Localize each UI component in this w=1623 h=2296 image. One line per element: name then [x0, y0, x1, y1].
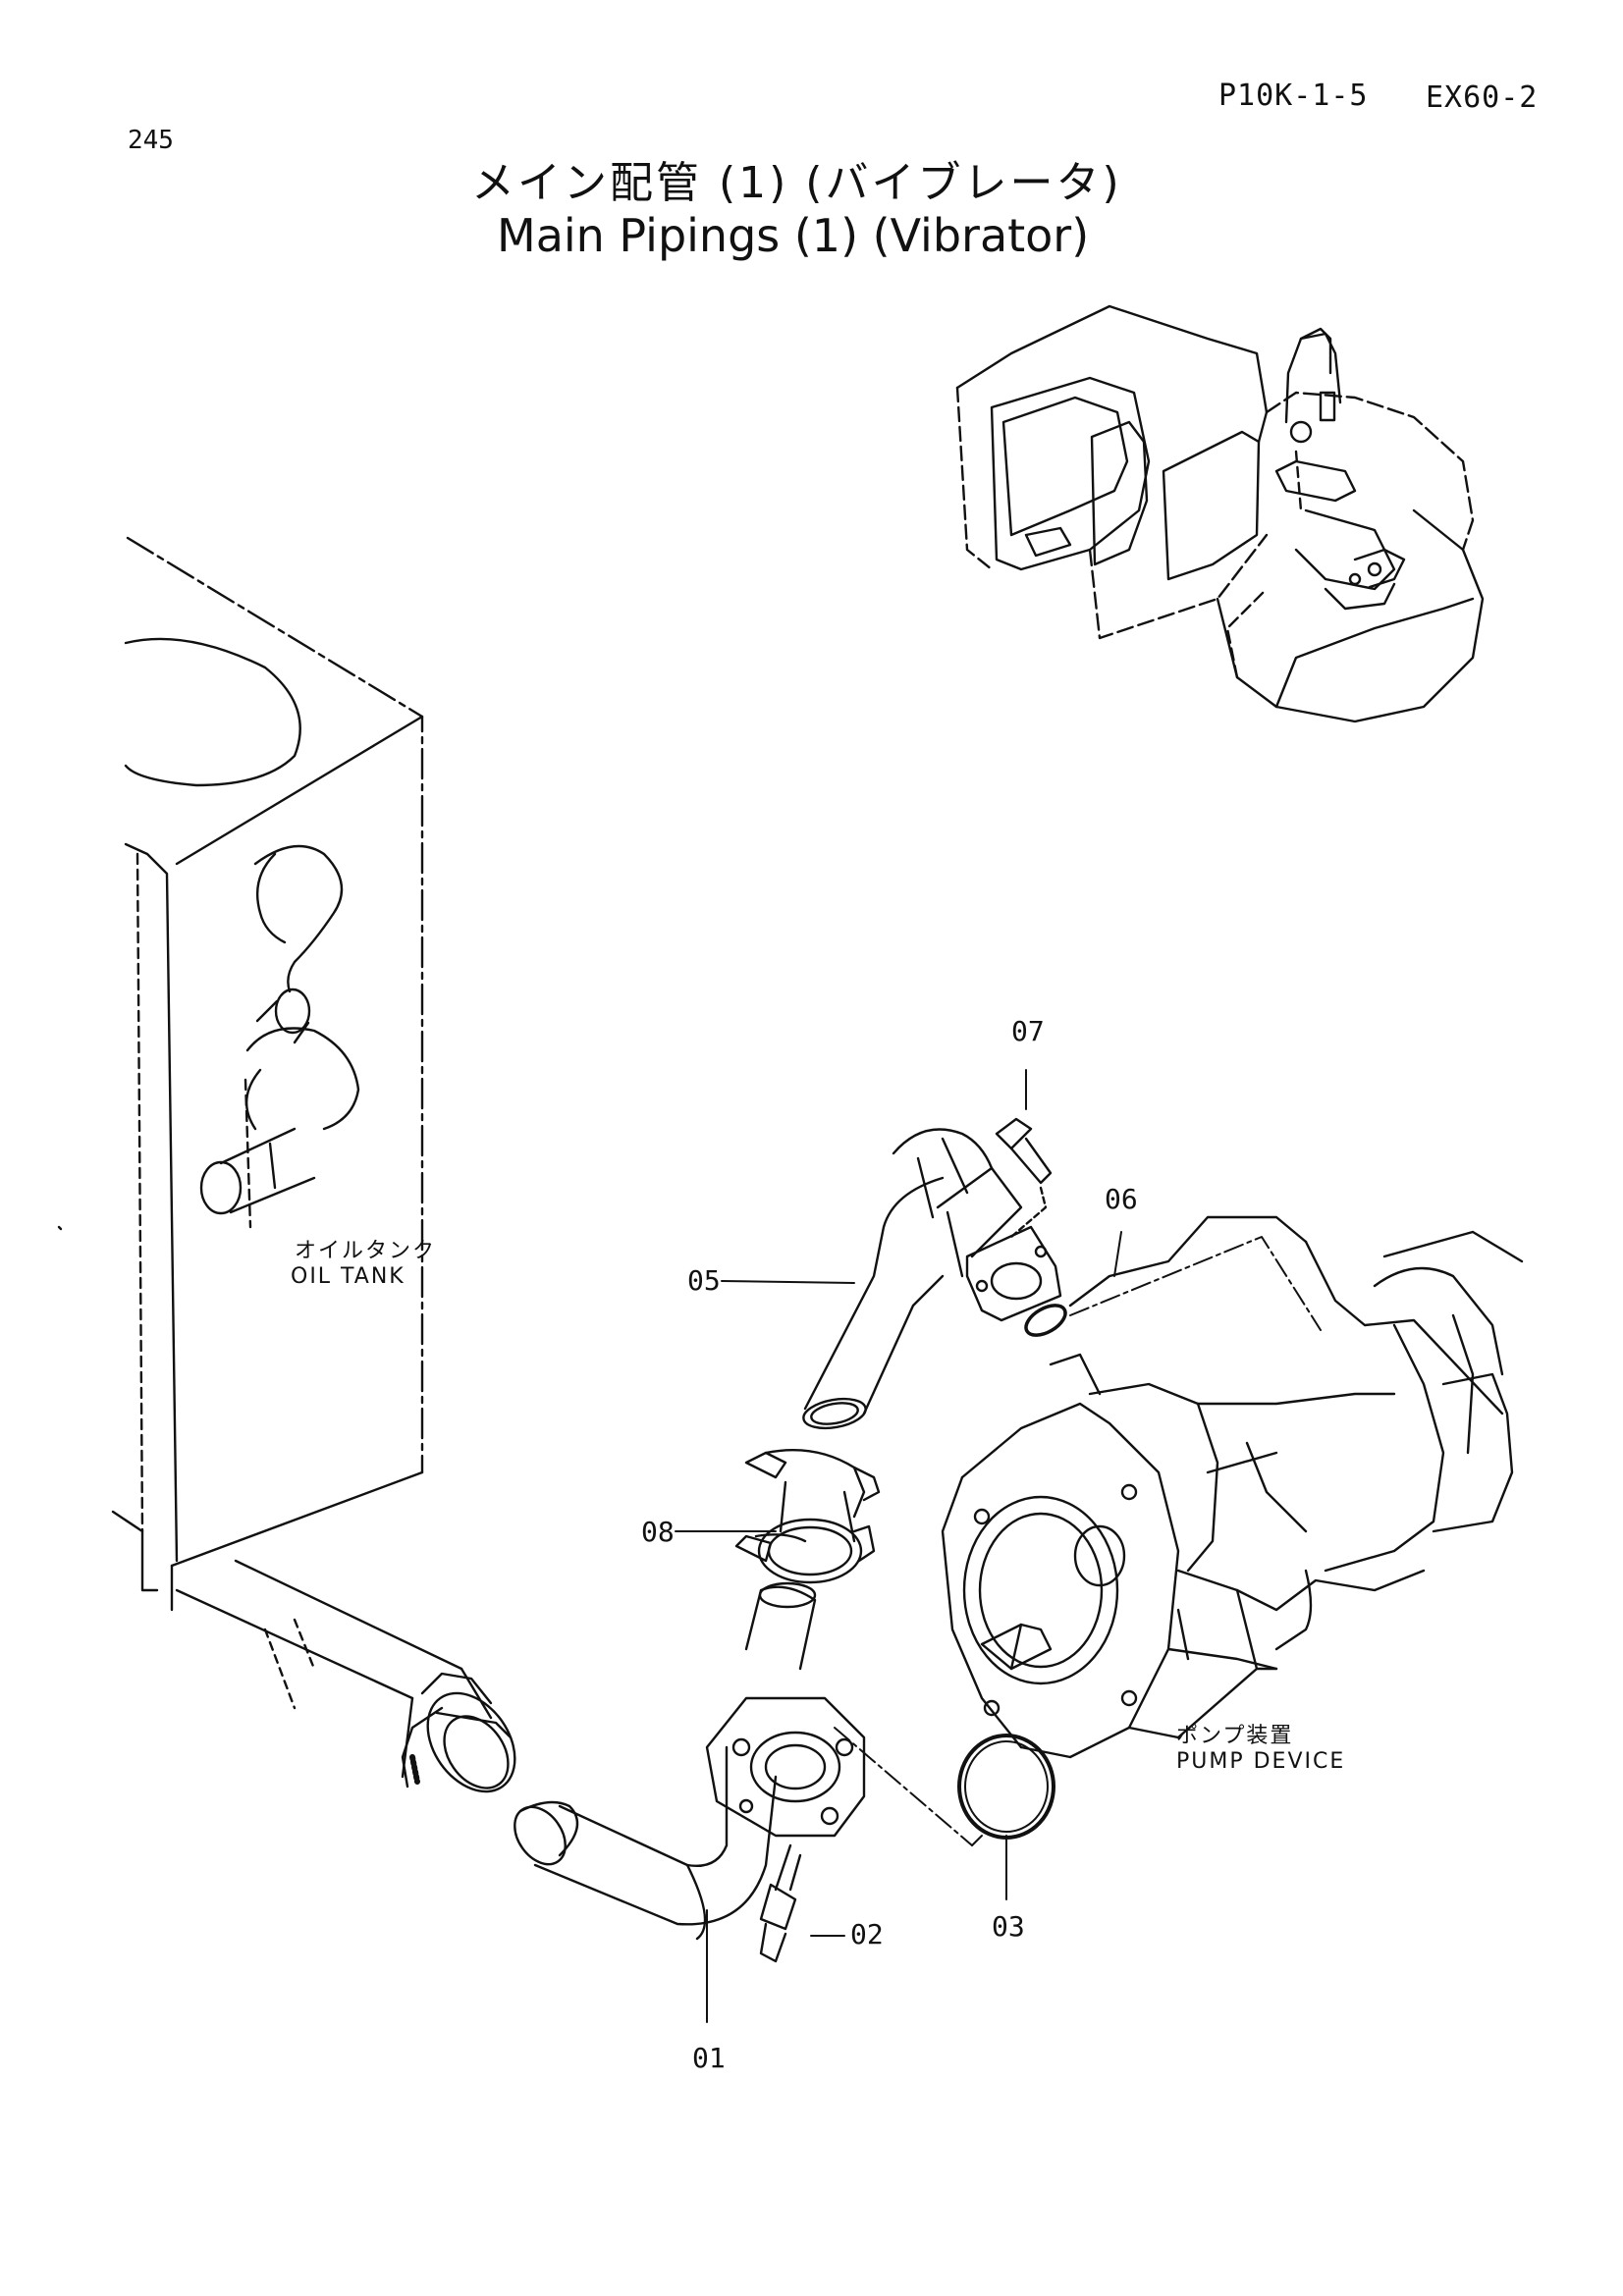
- pump-device-illustration: [941, 1215, 1524, 1759]
- model-code: EX60-2: [1426, 80, 1539, 115]
- callout-05: 05: [687, 1264, 721, 1297]
- oil-tank-label-japanese: オイルタンク: [295, 1239, 437, 1263]
- callout-02: 02: [850, 1918, 884, 1950]
- suction-hose: [175, 1559, 516, 1793]
- pump-device-label-japanese: ポンプ装置: [1176, 1724, 1294, 1748]
- tank-leader: [57, 1225, 63, 1231]
- leader-lines: [675, 1069, 1322, 2023]
- part-05-pipe: [802, 1128, 1062, 1430]
- page-title-japanese: メイン配管 (1) (バイブレータ): [471, 158, 1122, 208]
- pump-device-label-english: PUMP DEVICE: [1176, 1749, 1346, 1774]
- callout-07: 06: [1105, 1183, 1138, 1215]
- oil-tank-illustration: [111, 536, 424, 1612]
- callout-06: 07: [1011, 1015, 1045, 1047]
- part-07-o-ring: [1024, 1304, 1067, 1337]
- part-06-bolt: [995, 1117, 1053, 1239]
- excavator-overview-illustration: [955, 304, 1485, 723]
- callout-08: 08: [641, 1516, 675, 1548]
- part-02-bolt: [759, 1843, 802, 1963]
- page-code: P10K-1-5: [1218, 79, 1369, 113]
- page-number: 245: [128, 126, 174, 155]
- page-title-english: Main Pipings (1) (Vibrator): [497, 209, 1090, 262]
- oil-tank-label-english: OIL TANK: [291, 1264, 406, 1289]
- part-01-elbow-pipe: [514, 1581, 866, 1941]
- callout-01: 01: [692, 2042, 726, 2074]
- callout-03: 03: [992, 1910, 1025, 1943]
- part-08-clamp: [734, 1448, 881, 1584]
